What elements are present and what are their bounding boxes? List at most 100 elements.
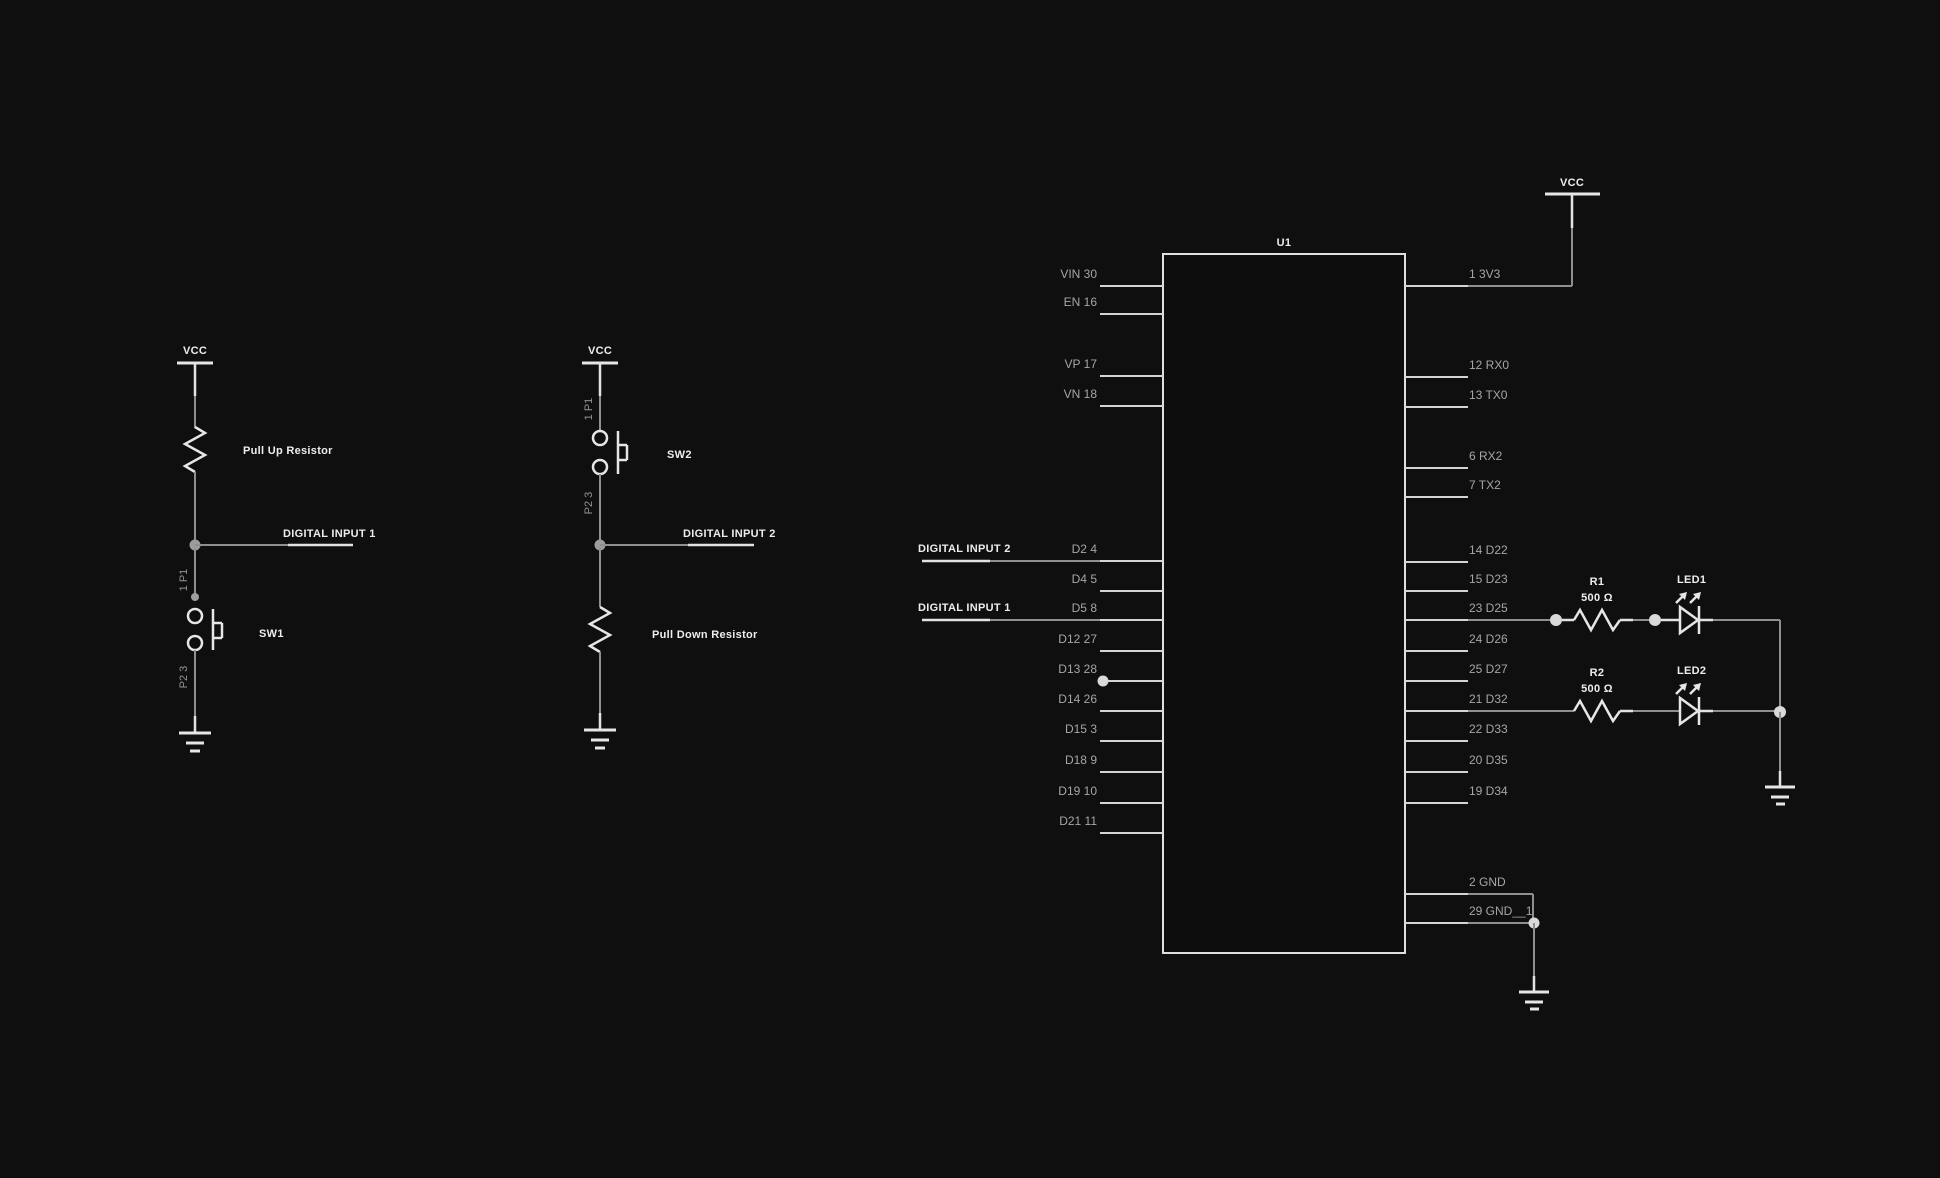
switch-pin-bottom-label: P2 3 <box>583 492 595 515</box>
led2-symbol[interactable]: LED2 <box>1675 665 1713 727</box>
pin-label: D13 28 <box>1058 662 1097 676</box>
ic-pin-d18[interactable]: D18 9 <box>1065 753 1163 773</box>
ic-pin-vin[interactable]: VIN 30 <box>1060 267 1163 287</box>
ic-pin-d13[interactable]: D13 28 <box>1058 662 1163 687</box>
pin-label: 15 D23 <box>1469 572 1508 586</box>
ic-pin-d34[interactable]: 19 D34 <box>1405 784 1508 804</box>
resistor-name: R1 <box>1590 576 1605 588</box>
ic-pin-gnd-1[interactable]: 29 GND__1 <box>1405 904 1533 924</box>
led-emission-arrowhead-icon <box>1679 683 1687 691</box>
pin-label: D4 5 <box>1072 572 1098 586</box>
pin-label: VN 18 <box>1064 387 1098 401</box>
ground-symbol[interactable] <box>1519 990 1549 1011</box>
resistor-zigzag-icon <box>1572 607 1622 633</box>
pushbutton-sw2[interactable]: 1 P1 SW2 P2 3 <box>583 398 692 515</box>
wire-end-dot <box>191 593 199 601</box>
pin-label: VIN 30 <box>1060 267 1097 281</box>
ic-pin-gnd[interactable]: 2 GND <box>1405 875 1506 895</box>
pushbutton-sw1[interactable]: 1 P1 SW1 P2 3 <box>178 569 284 689</box>
ic-pin-d5[interactable]: D5 8 <box>1072 601 1163 621</box>
junction-dot <box>1649 614 1661 626</box>
vcc-symbol[interactable]: VCC <box>177 345 213 396</box>
led-emission-arrowhead-icon <box>1693 592 1701 600</box>
ic-pin-d14[interactable]: D14 26 <box>1058 692 1163 712</box>
resistor-zigzag-icon <box>587 605 613 654</box>
ic-pin-en[interactable]: EN 16 <box>1064 295 1163 315</box>
pin-label: D19 10 <box>1058 784 1097 798</box>
ic-pin-rx0[interactable]: 12 RX0 <box>1405 358 1509 378</box>
switch-contact-icon <box>591 429 609 447</box>
ic-pin-d35[interactable]: 20 D35 <box>1405 753 1508 773</box>
resistor-label: Pull Down Resistor <box>652 629 758 641</box>
ic-pin-d4[interactable]: D4 5 <box>1072 572 1163 592</box>
led-triangle-icon <box>1678 695 1701 727</box>
pin-label: 23 D25 <box>1469 601 1508 615</box>
pin-label: D18 9 <box>1065 753 1097 767</box>
led1-branch: R1 500 Ω LED1 <box>1468 574 1781 712</box>
vcc-symbol[interactable]: VCC <box>582 345 618 396</box>
ic-pin-d22[interactable]: 14 D22 <box>1405 543 1508 563</box>
switch-contact-icon <box>186 634 204 652</box>
ic-pin-d26[interactable]: 24 D26 <box>1405 632 1508 652</box>
ic-pin-tx0[interactable]: 13 TX0 <box>1405 388 1508 408</box>
pin-label: 7 TX2 <box>1469 478 1501 492</box>
pin-label: 29 GND__1 <box>1469 904 1533 918</box>
pin-label: 25 D27 <box>1469 662 1508 676</box>
switch-actuator-icon <box>211 609 224 650</box>
ic-body[interactable] <box>1162 253 1406 954</box>
ground-symbol[interactable] <box>584 728 616 750</box>
ic-pin-d23[interactable]: 15 D23 <box>1405 572 1508 592</box>
resistor-zigzag-icon <box>182 425 208 474</box>
pin-label: 21 D32 <box>1469 692 1508 706</box>
pullup-resistor-symbol[interactable]: Pull Up Resistor <box>182 425 333 474</box>
vcc-label: VCC <box>588 345 612 357</box>
pin-label: 2 GND <box>1469 875 1506 889</box>
pin-label: EN 16 <box>1064 295 1098 309</box>
ground-symbol[interactable] <box>1765 785 1795 806</box>
ic-pin-d33[interactable]: 22 D33 <box>1405 722 1508 742</box>
pin-label: 22 D33 <box>1469 722 1508 736</box>
net-label-digital-input-2[interactable]: DIGITAL INPUT 2 <box>600 528 776 547</box>
ground-symbol[interactable] <box>179 731 211 753</box>
pin-label: 14 D22 <box>1469 543 1508 557</box>
pin-label: D12 27 <box>1058 632 1097 646</box>
resistor-zigzag-icon <box>1572 698 1622 724</box>
led-name: LED2 <box>1677 665 1706 677</box>
resistor-r2[interactable]: R2 500 Ω <box>1572 667 1622 724</box>
ic-pin-tx2[interactable]: 7 TX2 <box>1405 478 1501 498</box>
ic-pin-vn[interactable]: VN 18 <box>1064 387 1163 407</box>
switch-actuator-icon <box>616 431 629 474</box>
net-label-digital-input-1[interactable]: DIGITAL INPUT 1 <box>195 528 376 547</box>
led1-symbol[interactable]: LED1 <box>1661 574 1713 636</box>
ic-u1[interactable]: U1 VIN 30 EN 16 VP 17 VN 18 D2 4 D4 5 D5… <box>1058 237 1533 954</box>
gnd-net <box>1468 893 1549 1011</box>
ic-pin-d32[interactable]: 21 D32 <box>1405 692 1508 712</box>
vcc-symbol-right[interactable]: VCC <box>1545 177 1600 228</box>
resistor-r1[interactable]: R1 500 Ω <box>1572 576 1622 633</box>
net-label-digital-input-2-ic[interactable]: DIGITAL INPUT 2 <box>918 543 1100 563</box>
ic-pin-d27[interactable]: 25 D27 <box>1405 662 1508 682</box>
ic-pin-d15[interactable]: D15 3 <box>1065 722 1163 742</box>
ic-designator: U1 <box>1277 237 1292 249</box>
ic-pin-rx2[interactable]: 6 RX2 <box>1405 449 1503 469</box>
pin-label: 12 RX0 <box>1469 358 1509 372</box>
ic-pin-d21[interactable]: D21 11 <box>1059 814 1163 834</box>
pin-label: 24 D26 <box>1469 632 1508 646</box>
resistor-value: 500 Ω <box>1581 683 1613 695</box>
pin-label: 6 RX2 <box>1469 449 1503 463</box>
ic-pin-d25[interactable]: 23 D25 <box>1405 601 1508 621</box>
junction-dot <box>1097 675 1109 687</box>
resistor-value: 500 Ω <box>1581 592 1613 604</box>
pin-label: D5 8 <box>1072 601 1098 615</box>
ic-pin-vp[interactable]: VP 17 <box>1065 357 1163 377</box>
net-label-text: DIGITAL INPUT 1 <box>918 602 1011 614</box>
pin-label: 19 D34 <box>1469 784 1508 798</box>
ic-pin-d2[interactable]: D2 4 <box>1072 542 1163 562</box>
pulldown-resistor-symbol[interactable]: Pull Down Resistor <box>587 605 758 654</box>
pin-label: 1 3V3 <box>1469 267 1501 281</box>
ic-pin-d12[interactable]: D12 27 <box>1058 632 1163 652</box>
ic-pin-3v3[interactable]: 1 3V3 <box>1405 267 1501 287</box>
net-label-digital-input-1-ic[interactable]: DIGITAL INPUT 1 <box>918 602 1100 622</box>
led-emission-arrowhead-icon <box>1693 683 1701 691</box>
ic-pin-d19[interactable]: D19 10 <box>1058 784 1163 804</box>
